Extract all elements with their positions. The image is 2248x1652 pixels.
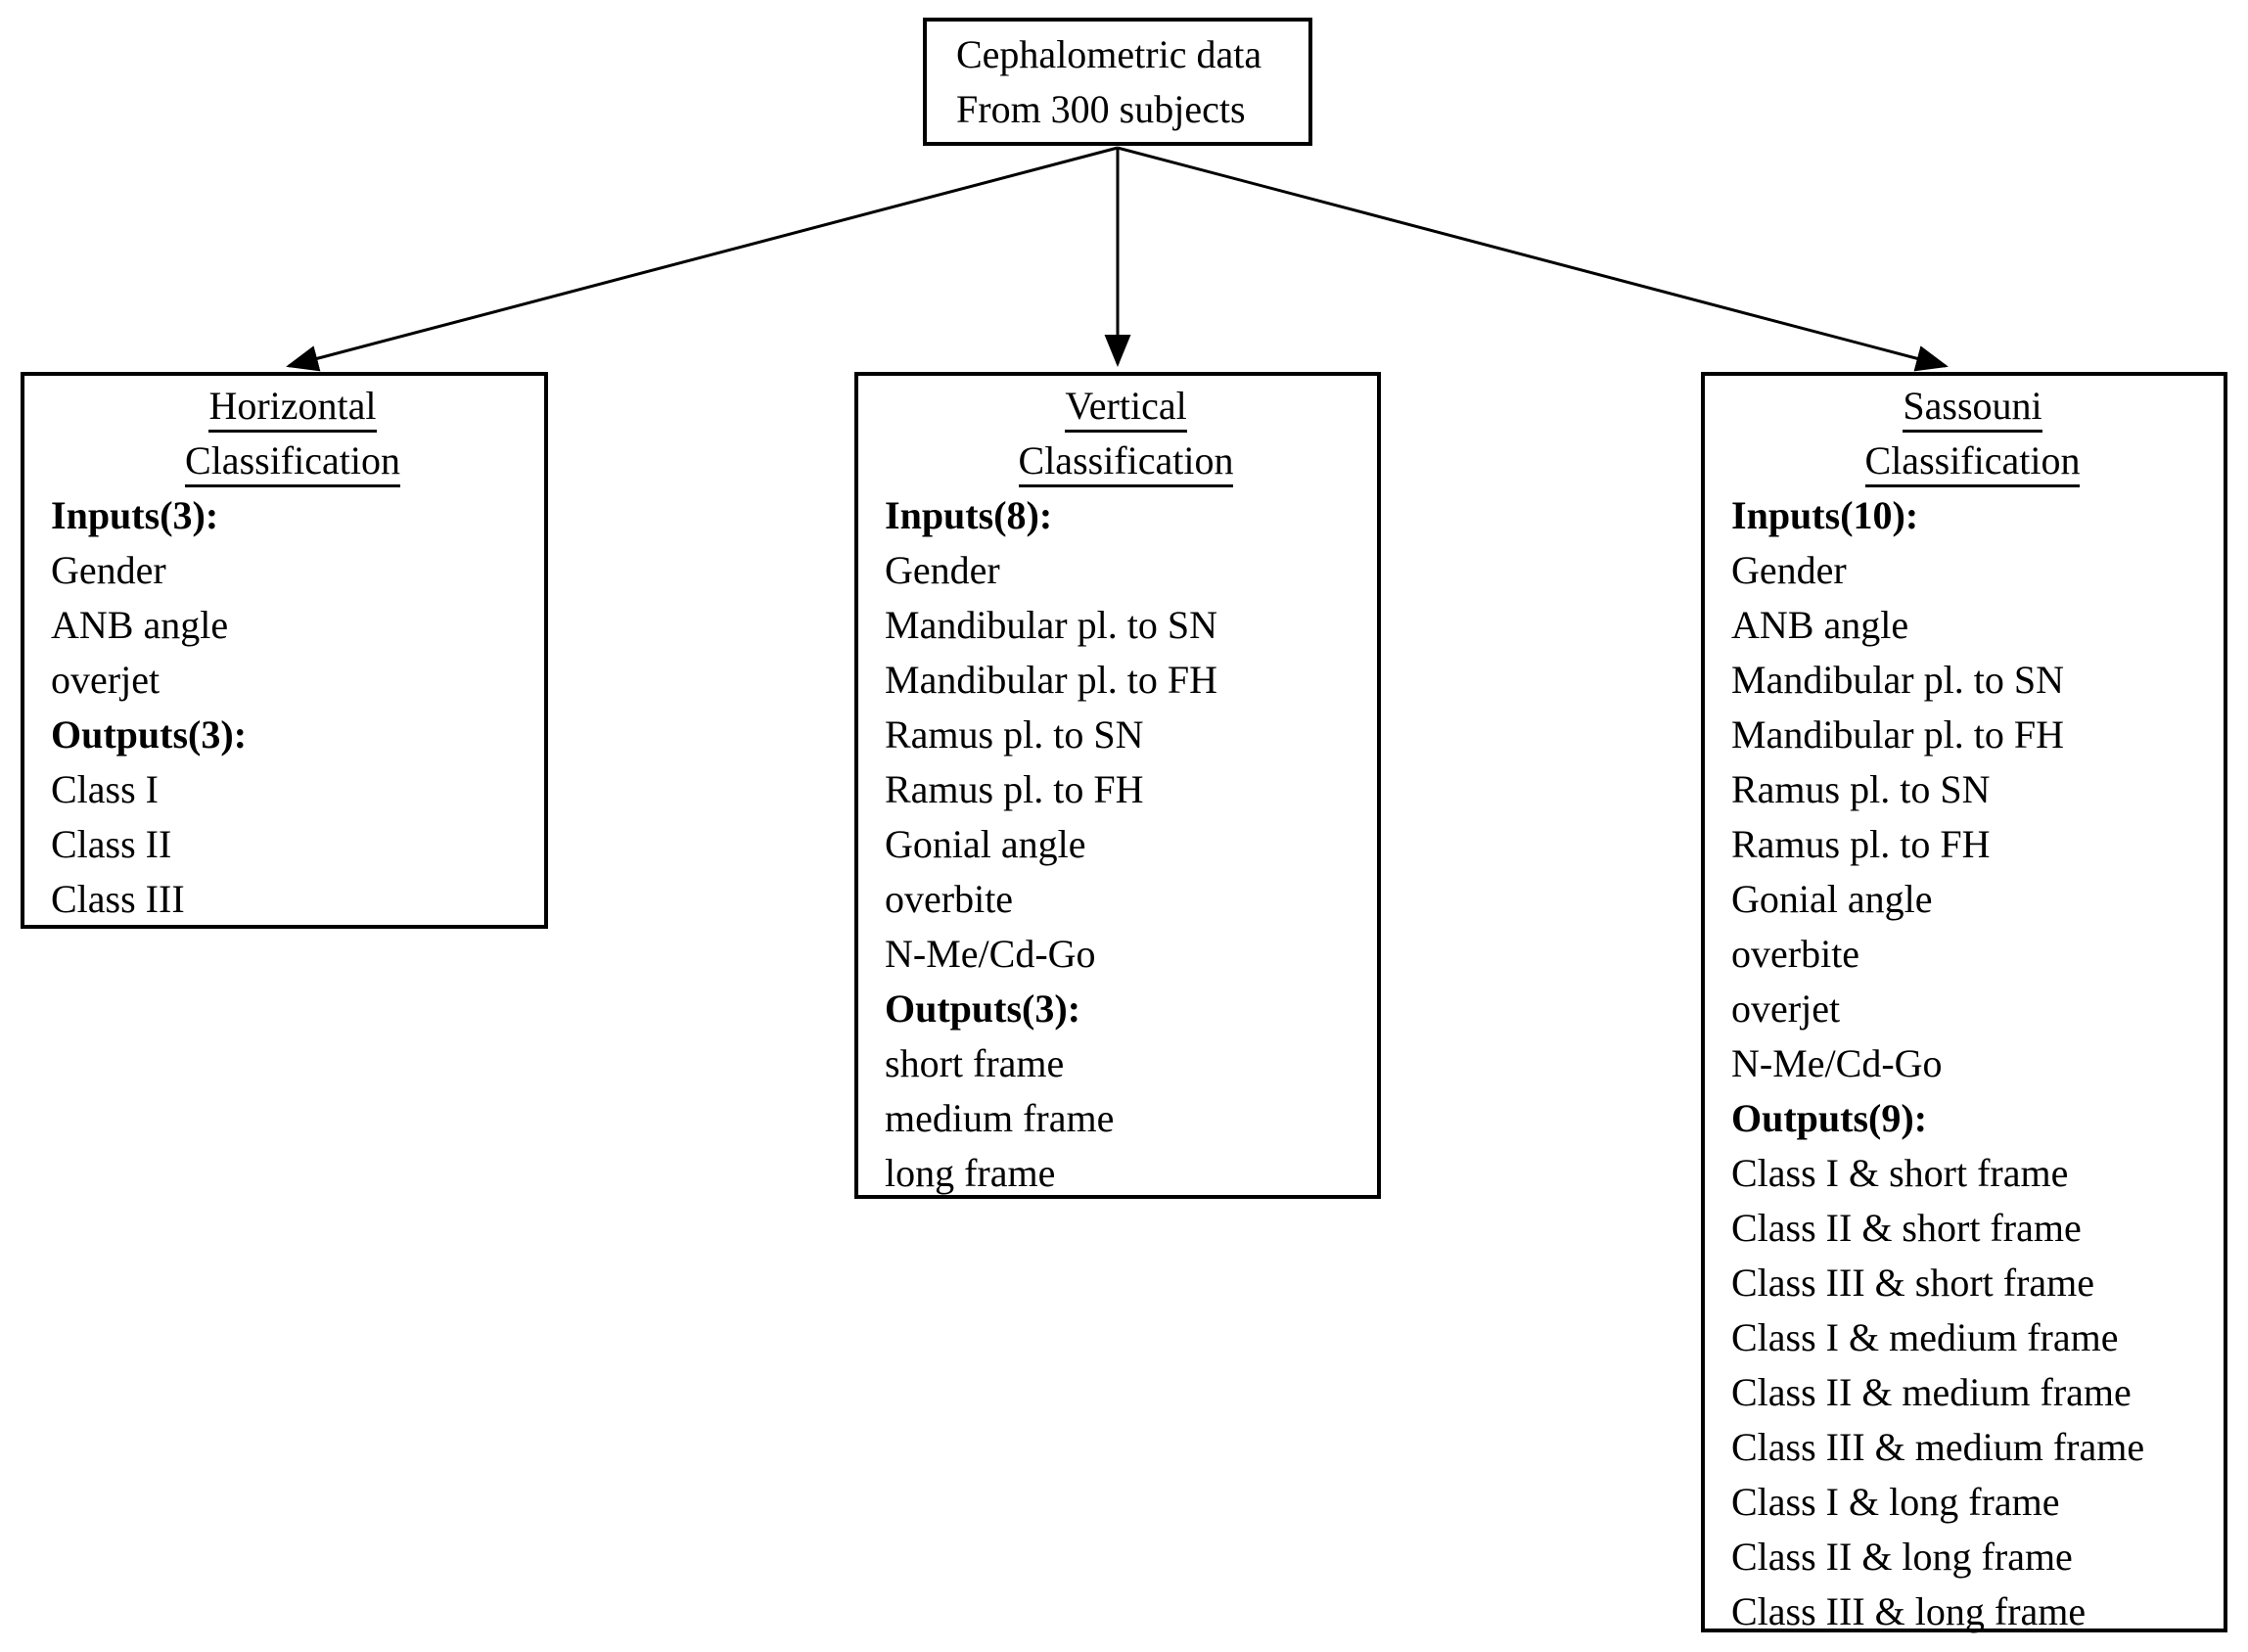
arrow-root-to-horizontal xyxy=(286,146,1119,372)
list-item: Gender xyxy=(51,548,166,592)
list-item: Ramus pl. to FH xyxy=(885,767,1144,811)
node-title-text: Classification xyxy=(1018,437,1234,487)
list-item: N-Me/Cd-Go xyxy=(885,932,1096,976)
node-title-line: Classification xyxy=(51,434,534,488)
list-item: Gonial angle xyxy=(1731,877,1933,921)
list-item: N-Me/Cd-Go xyxy=(1731,1041,1943,1085)
inputs-label: Inputs(3): xyxy=(51,493,219,537)
list-item: medium frame xyxy=(885,1096,1115,1140)
list-item: Class I & long frame xyxy=(1731,1480,2060,1524)
node-title-text: Vertical xyxy=(1065,383,1187,433)
list-item: long frame xyxy=(885,1151,1056,1195)
root-node-line: From 300 subjects xyxy=(956,87,1246,131)
list-item: Class III & medium frame xyxy=(1731,1425,2145,1469)
outputs-list: short frame medium frame long frame xyxy=(885,1036,1367,1201)
node-title-line: Horizontal xyxy=(51,379,534,434)
list-item: Class II & medium frame xyxy=(1731,1370,2132,1414)
root-node-line: Cephalometric data xyxy=(956,32,1262,76)
list-item: Class II & long frame xyxy=(1731,1535,2073,1579)
list-item: Class I & medium frame xyxy=(1731,1315,2119,1359)
list-item: Gender xyxy=(885,548,1000,592)
list-item: Gonial angle xyxy=(885,822,1086,866)
list-item: Ramus pl. to SN xyxy=(1731,767,1991,811)
list-item: overbite xyxy=(1731,932,1860,976)
list-item: overjet xyxy=(51,658,161,702)
node-title-line: Vertical xyxy=(885,379,1367,434)
outputs-list: Class I Class II Class III xyxy=(51,762,534,927)
outputs-label: Outputs(3): xyxy=(885,987,1081,1031)
list-item: Mandibular pl. to SN xyxy=(1731,658,2064,702)
list-item: ANB angle xyxy=(1731,603,1909,647)
list-item: Class III & long frame xyxy=(1731,1589,2087,1633)
list-item: overjet xyxy=(1731,987,1841,1031)
list-item: Class I & short frame xyxy=(1731,1151,2069,1195)
list-item: Class III xyxy=(51,877,185,921)
node-title-line: Classification xyxy=(1731,434,2214,488)
list-item: short frame xyxy=(885,1041,1065,1085)
list-item: Ramus pl. to SN xyxy=(885,712,1144,757)
node-title-text: Classification xyxy=(1864,437,2081,487)
list-item: overbite xyxy=(885,877,1014,921)
root-node: Cephalometric data From 300 subjects xyxy=(923,18,1312,146)
list-item: Class III & short frame xyxy=(1731,1261,2095,1305)
node-title-text: Sassouni xyxy=(1903,383,2042,433)
list-item: Mandibular pl. to SN xyxy=(885,603,1217,647)
node-title-text: Horizontal xyxy=(208,383,377,433)
node-title-line: Classification xyxy=(885,434,1367,488)
list-item: Mandibular pl. to FH xyxy=(885,658,1217,702)
list-item: Gender xyxy=(1731,548,1847,592)
list-item: ANB angle xyxy=(51,603,229,647)
inputs-label: Inputs(8): xyxy=(885,493,1053,537)
list-item: Mandibular pl. to FH xyxy=(1731,712,2064,757)
node-title-line: Sassouni xyxy=(1731,379,2214,434)
horizontal-classification-node: Horizontal Classification Inputs(3): Gen… xyxy=(21,372,548,929)
list-item: Ramus pl. to FH xyxy=(1731,822,1991,866)
inputs-label: Inputs(10): xyxy=(1731,493,1919,537)
sassouni-classification-node: Sassouni Classification Inputs(10): Gend… xyxy=(1701,372,2227,1633)
outputs-label: Outputs(3): xyxy=(51,712,248,757)
list-item: Class I xyxy=(51,767,159,811)
list-item: Class II & short frame xyxy=(1731,1206,2082,1250)
outputs-label: Outputs(9): xyxy=(1731,1096,1928,1140)
list-item: Class II xyxy=(51,822,172,866)
vertical-classification-node: Vertical Classification Inputs(8): Gende… xyxy=(854,372,1381,1199)
node-title-text: Classification xyxy=(185,437,400,487)
arrow-root-to-sassouni xyxy=(1117,146,1949,372)
